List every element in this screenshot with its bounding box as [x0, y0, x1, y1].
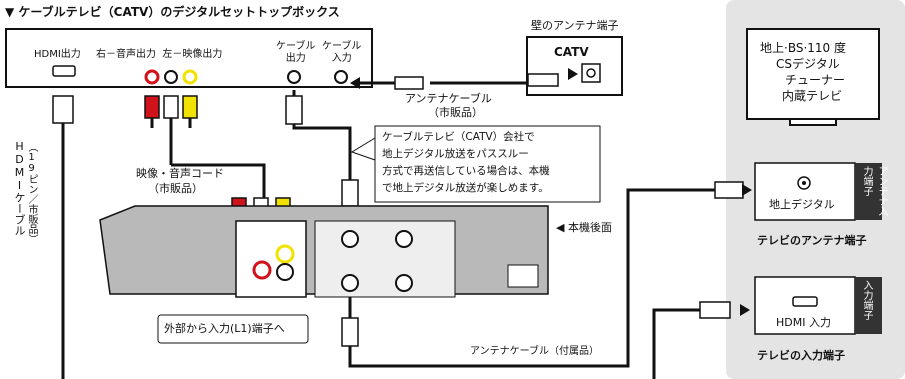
antenna-cable-retail-line1: アンテナケーブル — [405, 92, 492, 105]
arrow-to-antenna-input — [742, 184, 752, 196]
stb-cable-out-label: ケーブル 出力 — [276, 41, 316, 64]
note-line-3: 方式で再送信している場合は、本機 — [382, 165, 550, 177]
input-terminal-label: HDMI 入力 — [776, 316, 831, 329]
arrow-to-hdmi-input — [740, 304, 750, 316]
antenna-terminal-caption: テレビのアンテナ端子 — [757, 234, 867, 247]
hdmi-cable — [61, 123, 700, 379]
tv-box-line-1: 地上·BS·110 度 — [760, 41, 846, 55]
tv-monitor-icon — [746, 28, 880, 126]
wall-catv-label: CATV — [554, 45, 589, 59]
plug-yellow-top — [182, 95, 198, 119]
tv-box-line-4: 内蔵テレビ — [782, 89, 843, 103]
antenna-cable-included-label: アンテナケーブル（付属品） — [470, 346, 599, 357]
wall-title: 壁のアンテナ端子 — [531, 19, 619, 32]
stb-cable-in-label: ケーブル 入力 — [322, 41, 362, 64]
stb-hdmi-out-label: HDMI出力 — [34, 49, 81, 60]
hdmi-cable-label: HDMIケーブル — [13, 140, 26, 236]
note-line-1: ケーブルテレビ（CATV）会社で — [382, 131, 535, 143]
tv-antenna-terminal-box — [754, 162, 882, 221]
external-input-label: 外部から入力(L1)端子へ — [164, 322, 285, 335]
tv-hdmi-terminal-box — [754, 276, 882, 335]
note-line-2: 地上デジタル放送をパススルー — [382, 148, 529, 160]
rear-panel-label: ◀ 本機後面 — [556, 221, 612, 234]
input-terminal-tag: 入力端子 — [861, 280, 872, 320]
tv-box-line-3: チューナー — [785, 73, 846, 87]
arrow-to-stb — [350, 77, 360, 89]
arrow-to-wall — [568, 68, 578, 80]
tv-box-line-2: CSデジタル — [776, 57, 840, 71]
plug-white-top — [163, 95, 179, 119]
av-cord-line1: 映像・音声コード — [136, 167, 224, 180]
note-line-4: で地上デジタル放送が楽しめます。 — [382, 182, 549, 194]
antenna-terminal-tag: アンテナ入力端子 — [861, 166, 887, 216]
hdmi-cable-sublabel: （19ピン／市販品） — [26, 142, 37, 244]
input-terminal-caption: テレビの入力端子 — [757, 349, 845, 362]
stb-front-box — [5, 28, 373, 88]
av-cord — [150, 118, 266, 198]
diagram-title: ▼ ケーブルテレビ（CATV）のデジタルセットトップボックス — [5, 5, 340, 19]
stb-audio-video-label: 右－音声出力 左－映像出力 — [96, 49, 223, 60]
antenna-terminal-label: 地上デジタル — [769, 198, 835, 211]
plug-red-top — [144, 95, 160, 119]
av-cord-line2: （市販品） — [148, 182, 203, 195]
note-callout — [350, 137, 376, 161]
stb-rear-body — [99, 205, 549, 298]
antenna-cable-retail-line2: （市販品） — [428, 106, 483, 119]
wall-antenna-box — [526, 36, 623, 96]
